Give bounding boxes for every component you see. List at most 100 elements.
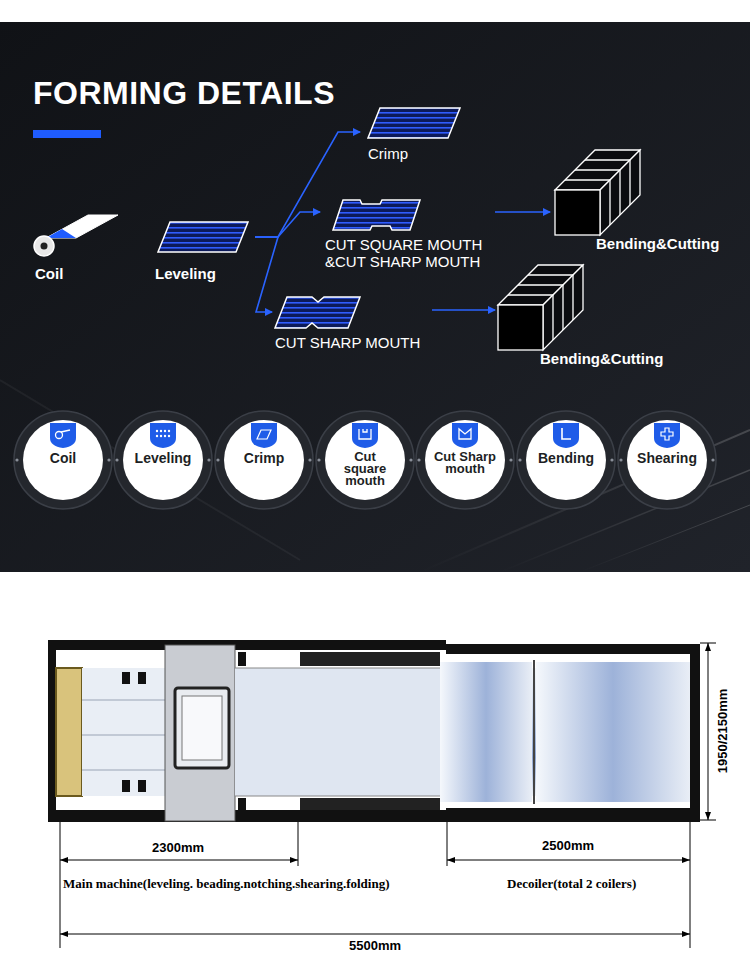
machine-top-view [48, 640, 446, 650]
dimension-lines [708, 643, 709, 820]
step-ring [14, 411, 112, 509]
step-circle: Shearing [627, 420, 707, 500]
machine-top-view [82, 668, 165, 796]
dimension-label: 2500mm [542, 838, 594, 853]
machine-top-view [138, 672, 146, 684]
step-circle: Bending [526, 420, 606, 500]
process-step: Crimp [360, 100, 470, 165]
dimension-lines [298, 822, 299, 866]
step-label: Bending&Cutting [596, 235, 738, 252]
icon-glyph [160, 430, 162, 432]
step-circle: Cut square mouth [325, 420, 405, 500]
machine-top-view [446, 644, 700, 654]
dimension-lines [447, 857, 455, 863]
step-icon [654, 423, 680, 448]
step-circle: Leveling [123, 420, 203, 500]
ring-dot [308, 458, 311, 461]
process-step: CUT SHARP MOUTH [272, 292, 432, 354]
step-ring [316, 411, 414, 509]
step-circle: Coil [23, 420, 103, 500]
machine-top-view [165, 645, 235, 821]
step-label: Coil [50, 451, 76, 466]
machine-top-view [48, 640, 700, 822]
step-ring [517, 411, 615, 509]
step-label: Bending [538, 451, 594, 466]
flow-arrow [255, 132, 360, 237]
duct-illustration [565, 180, 610, 225]
cut-sharp-sheet [275, 297, 360, 328]
coil-icon [41, 243, 48, 250]
step-disc [23, 420, 103, 500]
process-step: Leveling [150, 215, 255, 285]
machine-top-view [235, 668, 440, 669]
icon-glyph [156, 430, 158, 432]
step-label: Cut Sharp mouth [433, 451, 497, 475]
machine-top-view [440, 662, 532, 802]
machine-top-view [300, 798, 440, 810]
ring-dot [216, 458, 219, 461]
icon-glyph [359, 429, 371, 439]
machine-top-view [300, 652, 440, 666]
machine-top-view [235, 668, 440, 796]
machine-top-view [122, 780, 130, 792]
step-label: CUT SQUARE MOUTH &CUT SHARP MOUTH [325, 236, 495, 270]
step-ring [114, 411, 212, 509]
flow-arrow [495, 211, 550, 213]
step-label: Leveling [135, 451, 192, 466]
process-step: Bending&Cutting [550, 145, 738, 255]
part-note: Main machine(leveling. beading.notching.… [63, 876, 389, 892]
step-label: Leveling [155, 265, 255, 282]
machine-top-view [446, 808, 700, 822]
ring-dot [317, 458, 320, 461]
icon-glyph [156, 435, 158, 437]
crimp-sheet [368, 108, 460, 138]
duct-illustration [498, 265, 583, 350]
step-ring [215, 411, 313, 509]
step-circle: Cut Sharp mouth [425, 420, 505, 500]
ring-dot [509, 458, 512, 461]
step-label: Crimp [244, 451, 284, 466]
ring-dot [15, 458, 18, 461]
ring-dot [417, 458, 420, 461]
machine-top-view [175, 688, 229, 768]
process-step: CUT SQUARE MOUTH &CUT SHARP MOUTH [320, 195, 495, 273]
step-label: Shearing [637, 451, 697, 466]
machine-top-view [182, 696, 222, 760]
duct-illustration [555, 190, 600, 235]
ring-dot [518, 458, 521, 461]
step-disc [526, 420, 606, 500]
machine-top-view [238, 652, 246, 666]
icon-glyph [168, 435, 170, 437]
machine-top-view [82, 700, 165, 701]
dimension-lines [447, 822, 448, 866]
machine-top-view [48, 810, 446, 822]
dimension-lines [60, 931, 68, 937]
duct-illustration [575, 170, 620, 215]
machine-top-view [235, 796, 440, 797]
step-disc [123, 420, 203, 500]
machine-top-view [82, 770, 165, 771]
icon-glyph [164, 435, 166, 437]
dimension-label: 2300mm [152, 840, 204, 855]
icon-glyph [164, 430, 166, 432]
duct-illustration [518, 285, 563, 330]
dimension-lines [290, 857, 298, 863]
icon-glyph [661, 428, 673, 440]
step-label: Bending&Cutting [540, 350, 683, 367]
icon-glyph [61, 430, 70, 432]
ring-dot [115, 458, 118, 461]
dimension-lines [60, 643, 716, 948]
icon-glyph [160, 435, 162, 437]
ring-dot [107, 458, 110, 461]
duct-illustration [498, 305, 543, 350]
title-underline [33, 130, 101, 138]
coil-icon [34, 236, 54, 256]
step-icon [251, 423, 277, 448]
coil-icon [34, 215, 118, 256]
icon-glyph [168, 430, 170, 432]
step-label: Crimp [368, 145, 470, 162]
dimension-label: 1950/2150mm [715, 689, 730, 774]
dimension-lines [60, 822, 61, 948]
dimension-lines [682, 857, 690, 863]
dimension-lines [705, 643, 711, 651]
